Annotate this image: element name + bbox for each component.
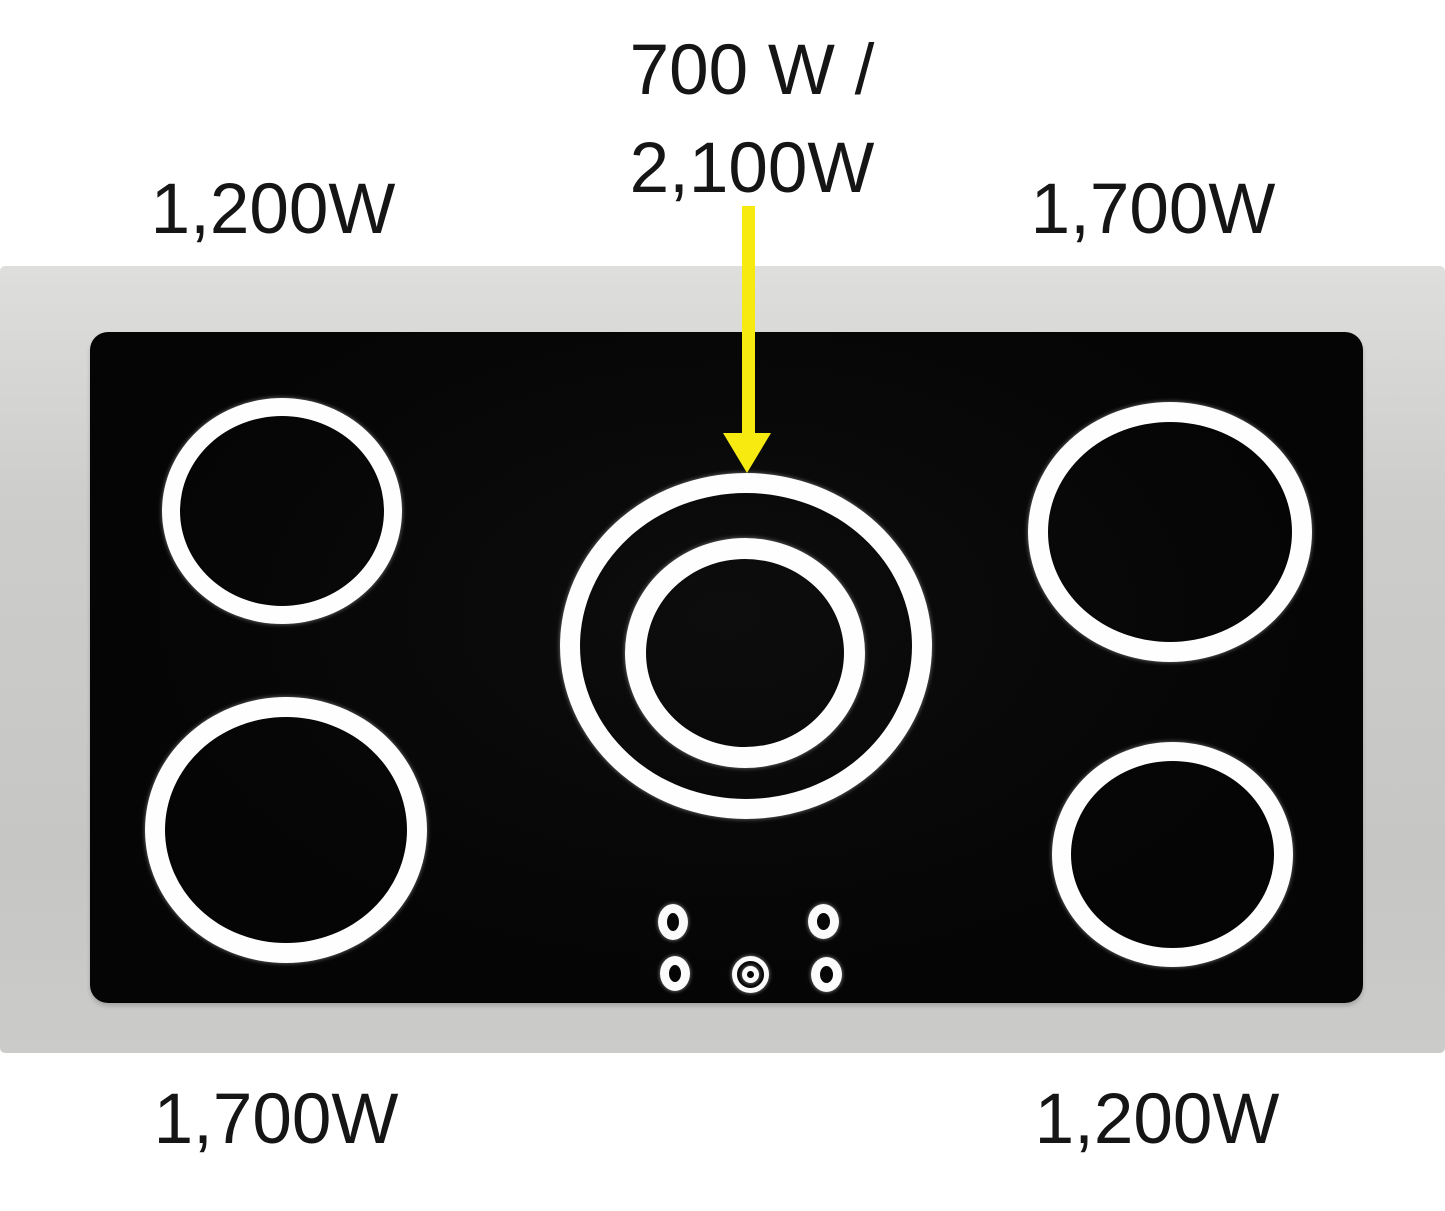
burner-rear-left-ring — [162, 398, 402, 624]
label-front-right-wattage: 1,200W — [1034, 1080, 1280, 1159]
label-center-wattage-line1: 700 W / — [629, 31, 875, 110]
touch-control-front-left-icon — [660, 956, 690, 991]
touch-control-front-right-icon — [811, 957, 842, 992]
label-center-wattage-line2: 2,100W — [629, 129, 875, 208]
label-center-wattage: 700 W / 2,100W — [630, 22, 875, 218]
touch-control-power-inner-icon — [742, 966, 759, 983]
touch-control-rear-right-icon — [808, 904, 839, 939]
label-rear-left-wattage: 1,200W — [150, 170, 396, 249]
down-arrow-icon-head — [723, 433, 771, 473]
burner-center-dual-inner-ring — [625, 538, 865, 768]
touch-control-power-icon — [732, 956, 769, 993]
burner-front-left-ring — [145, 697, 427, 963]
label-front-left-wattage: 1,700W — [153, 1080, 399, 1159]
touch-control-rear-left-icon — [658, 904, 688, 940]
burner-rear-right-ring — [1028, 402, 1312, 662]
label-rear-right-wattage: 1,700W — [1030, 170, 1276, 249]
burner-front-right-ring — [1052, 742, 1293, 967]
down-arrow-icon-shaft — [742, 206, 755, 436]
